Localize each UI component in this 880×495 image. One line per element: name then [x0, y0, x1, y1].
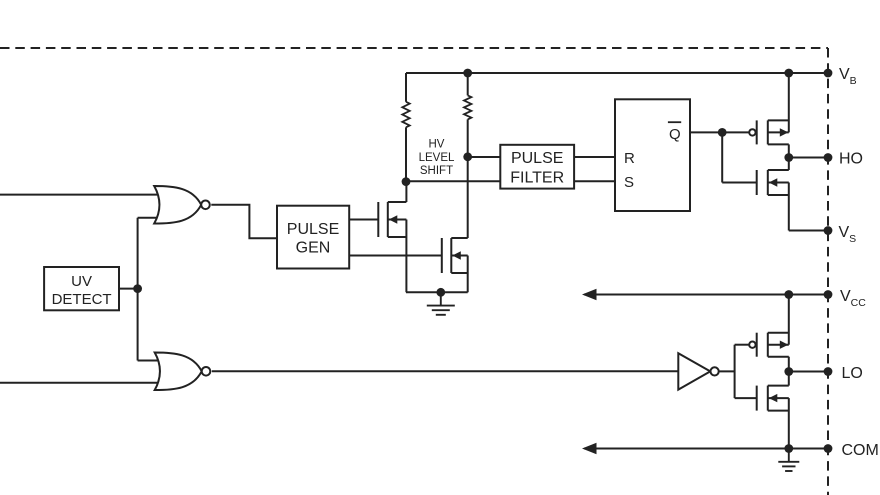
svg-text:HV: HV — [429, 139, 445, 151]
svg-text:SHIFT: SHIFT — [420, 165, 453, 177]
svg-text:R: R — [624, 150, 635, 167]
svg-text:PULSE: PULSE — [287, 221, 339, 238]
svg-text:LO: LO — [842, 365, 863, 382]
svg-text:UV: UV — [71, 273, 92, 290]
svg-text:Q: Q — [669, 126, 681, 143]
svg-text:LEVEL: LEVEL — [419, 152, 455, 164]
svg-text:S: S — [624, 174, 634, 191]
svg-text:GEN: GEN — [296, 240, 331, 257]
svg-text:PULSE: PULSE — [511, 150, 563, 167]
svg-text:FILTER: FILTER — [510, 169, 564, 186]
svg-text:DETECT: DETECT — [52, 291, 112, 308]
svg-text:COM: COM — [842, 442, 879, 459]
svg-text:HO: HO — [839, 151, 863, 168]
